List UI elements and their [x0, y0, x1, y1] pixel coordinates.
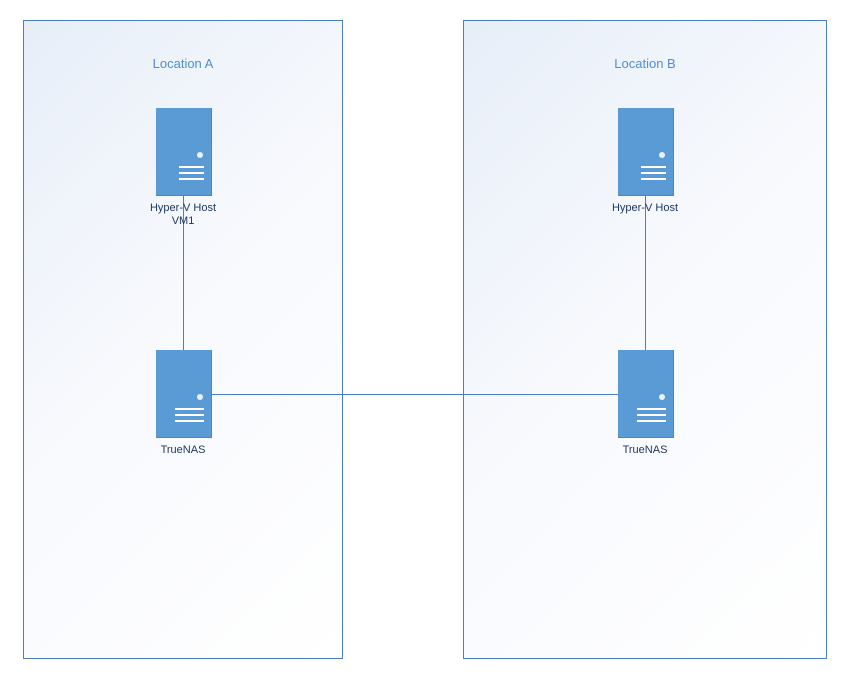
node-label-a-truenas: TrueNAS	[160, 444, 206, 456]
server-icon	[618, 350, 674, 438]
server-led	[197, 394, 203, 400]
server-led	[659, 394, 665, 400]
node-label-b-truenas: TrueNAS	[622, 444, 668, 456]
server-icon	[156, 350, 212, 438]
server-icon	[618, 108, 674, 196]
server-led	[197, 152, 203, 158]
server-icon	[156, 108, 212, 196]
node-label-a-hyperv-line1: Hyper-V Host	[149, 202, 217, 214]
node-label-b-hyperv: Hyper-V Host	[611, 202, 679, 214]
server-led	[659, 152, 665, 158]
link-b-hyperv-to-truenas	[645, 196, 646, 351]
link-a-hyperv-to-truenas	[183, 196, 184, 351]
node-label-a-hyperv-line2: VM1	[171, 215, 195, 227]
node-label-a-hyperv: Hyper-V Host VM1	[123, 202, 243, 228]
zone-title-location-b: Location B	[614, 56, 676, 71]
zone-title-location-a: Location A	[152, 56, 214, 71]
link-truenas-a-to-truenas-b	[211, 394, 618, 395]
